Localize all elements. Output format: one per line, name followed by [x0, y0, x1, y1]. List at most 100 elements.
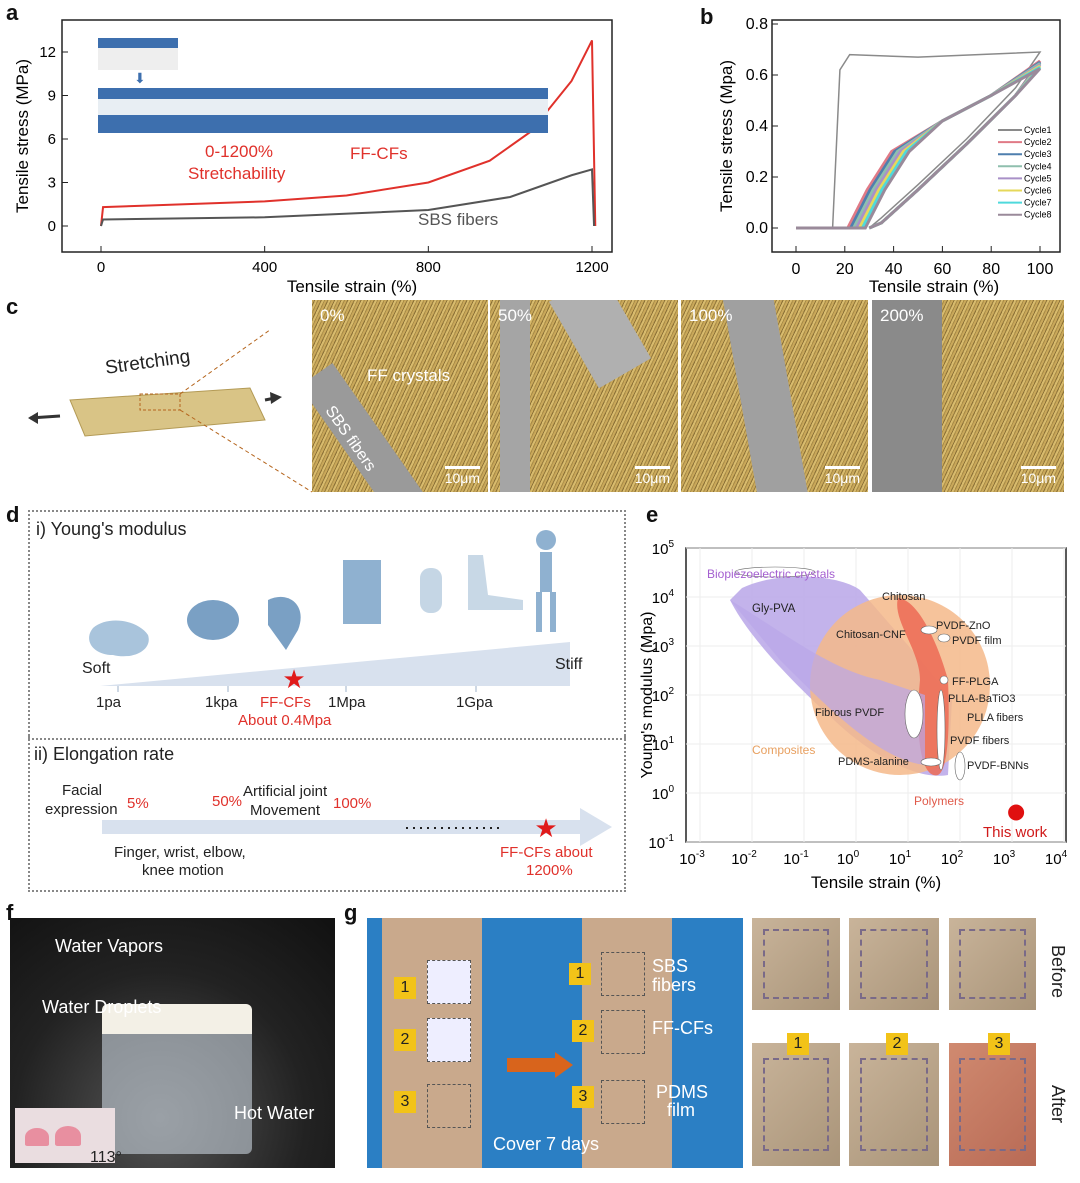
- x-tick-label: 60: [934, 261, 952, 278]
- region-label-bio: Biopiezoelectric crystals: [707, 567, 835, 581]
- cover-days-label: Cover 7 days: [493, 1134, 600, 1154]
- elongation-arrow: [102, 820, 580, 834]
- strain-label: 100%: [689, 306, 733, 325]
- strain-label: 200%: [880, 306, 924, 325]
- pdms-label: PDMS: [656, 1082, 709, 1102]
- y-axis-label: Young's modulus (Mpa): [639, 612, 656, 779]
- y-tick-label: 0.0: [746, 220, 768, 237]
- y-tick-label: 105: [652, 539, 675, 558]
- x-tick-label: 1200: [575, 259, 608, 276]
- hot-water-photo: Water Vapors Water Droplets Hot Water 11…: [10, 918, 335, 1168]
- patch-number-3: 3: [394, 1091, 416, 1113]
- elongation-box: [28, 736, 626, 892]
- material-label: Chitosan: [882, 591, 925, 603]
- material-label: PVDF fibers: [950, 735, 1010, 747]
- facial-label: Facial: [62, 782, 103, 799]
- patch-3: [427, 1084, 471, 1128]
- material-label: PDMS-alanine: [838, 756, 909, 768]
- x-tick-label: 40: [885, 261, 903, 278]
- strain-label: 50%: [498, 306, 533, 325]
- patch-number-2: 2: [394, 1029, 416, 1051]
- y-tick-label: 12: [39, 44, 56, 61]
- skin-before-3: [949, 918, 1036, 1010]
- foot-icon: [468, 555, 523, 610]
- elongation-arrow-head: [580, 808, 612, 846]
- skin-number-1: 1: [787, 1033, 809, 1055]
- material-label: PLLA fibers: [967, 712, 1024, 724]
- x-tick-label: 100: [837, 849, 860, 868]
- joint-icon: [420, 568, 442, 613]
- arrow-right-icon: [507, 1058, 557, 1072]
- y-tick-label: 0.2: [746, 169, 768, 186]
- legend-label: Cycle8: [1024, 210, 1052, 220]
- patch-number-1: 1: [569, 963, 591, 985]
- material-label: Gly-PVA: [752, 603, 796, 615]
- sample-photo-stretched: [98, 88, 548, 133]
- stretch-range-label: 0-1200%: [205, 142, 274, 161]
- film-label: film: [667, 1100, 695, 1120]
- y-axis-label: Tensile stress (Mpa): [717, 60, 736, 212]
- sample-photo-unstretched: [98, 30, 178, 70]
- ff-cfs-label: FF-CFs: [652, 1018, 713, 1038]
- patch-number-1: 1: [394, 977, 416, 999]
- material-label: PVDF-ZnO: [936, 620, 991, 632]
- tick-1mpa: 1Mpa: [328, 694, 366, 711]
- muscle-icon: [343, 560, 381, 624]
- material-label: FF-PLGA: [952, 676, 999, 688]
- x-tick-label: 104: [1045, 849, 1068, 868]
- patch-number-2: 2: [572, 1020, 594, 1042]
- series-line-cycle8: [796, 67, 1042, 230]
- y-tick-label: 6: [48, 131, 56, 148]
- joint-label-2: Movement: [250, 802, 321, 819]
- panel-label-d: d: [6, 502, 20, 527]
- panel-label-b: b: [700, 4, 714, 29]
- sem-image-50: 50% 10μm: [490, 300, 678, 492]
- scale-bar: 10μm: [824, 466, 860, 486]
- material-label: PVDF film: [952, 635, 1002, 647]
- strain-label: 0%: [320, 306, 345, 325]
- beaker: [102, 1004, 252, 1154]
- x-tick-label: 103: [993, 849, 1016, 868]
- scale-bar: 10μm: [634, 466, 670, 486]
- arm-photo: 1 2 3 1 2 3 SBS fibers FF-CFs PDMS film …: [367, 918, 743, 1168]
- arrow-right-head: [270, 392, 282, 404]
- x-tick-label: 10-3: [679, 849, 705, 868]
- tick-1pa: 1pa: [96, 694, 122, 711]
- x-axis-label: Tensile strain (%): [811, 873, 941, 892]
- panel-label-a: a: [6, 0, 19, 25]
- zoom-line: [179, 330, 271, 395]
- ff-cfs-elongation-value: 1200%: [526, 862, 573, 879]
- legend-label: Cycle1: [1024, 125, 1052, 135]
- legend-label: Cycle4: [1024, 161, 1052, 171]
- panel-label-g: g: [344, 900, 358, 925]
- sem-image-100: 100% 10μm: [681, 300, 868, 492]
- y-tick-label: 100: [652, 784, 675, 803]
- elongation-title: ii) Elongation rate: [34, 744, 175, 764]
- fibers-label: fibers: [652, 975, 697, 995]
- skin-number-2: 2: [886, 1033, 908, 1055]
- x-tick-label: 80: [982, 261, 1000, 278]
- facial-label-2: expression: [45, 801, 118, 818]
- arrow-down-icon: ⬇: [134, 70, 146, 86]
- y-tick-label: 0: [48, 218, 56, 235]
- region-label-polymers: Polymers: [914, 794, 964, 808]
- star-icon: ★: [282, 664, 305, 694]
- patch-2: [427, 1018, 471, 1062]
- y-tick-label: 0.6: [746, 67, 768, 84]
- pct-50: 50%: [212, 793, 243, 810]
- patch-number-3: 3: [572, 1086, 594, 1108]
- arm-after: [582, 918, 672, 1168]
- star-icon: ★: [534, 813, 557, 843]
- sbs-fiber: [549, 300, 651, 389]
- x-tick-label: 400: [252, 259, 277, 276]
- scale-bar: 10μm: [444, 466, 480, 486]
- x-tick-label: 10-2: [731, 849, 757, 868]
- sbs-curve-label: SBS fibers: [418, 210, 499, 229]
- material-label: Fibrous PVDF: [815, 707, 884, 719]
- pct-100: 100%: [333, 795, 372, 812]
- panel-label-c: c: [6, 294, 19, 319]
- skin-after-1: [752, 1043, 840, 1166]
- before-label: Before: [1048, 945, 1068, 999]
- y-tick-label: 0.4: [746, 118, 768, 135]
